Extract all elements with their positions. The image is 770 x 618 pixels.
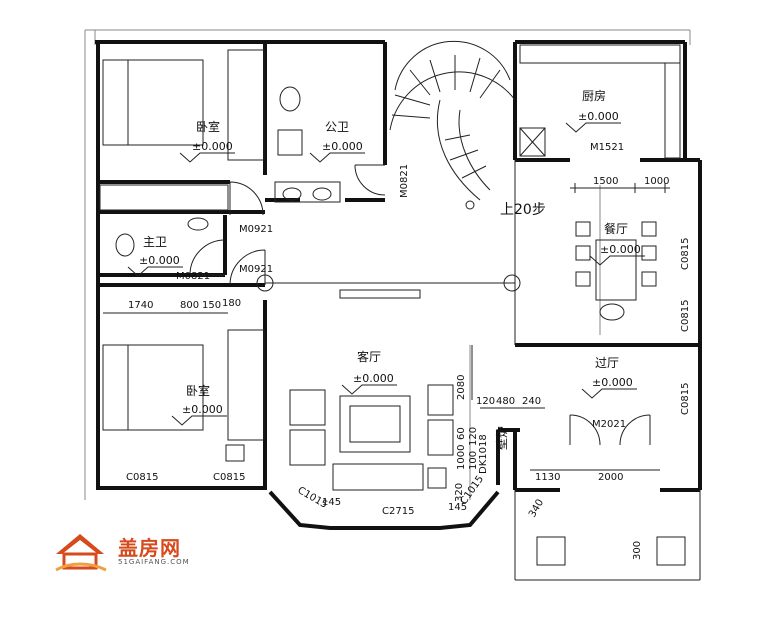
dim-1500: 1500 bbox=[593, 176, 618, 187]
code-c0815-right-2: C0815 bbox=[680, 300, 691, 332]
dim-2000: 2000 bbox=[598, 472, 623, 483]
spiral-stair bbox=[389, 40, 516, 210]
room-name-master-bath: 主卫 bbox=[143, 235, 167, 249]
room-elev-public-bath: ±0.000 bbox=[322, 140, 363, 153]
dim-60: 60 bbox=[456, 427, 467, 440]
dim-145-a: 145 bbox=[322, 497, 341, 508]
doors bbox=[189, 164, 651, 446]
code-dk1018: DK1018 bbox=[478, 434, 489, 474]
room-name-kitchen: 厨房 bbox=[582, 88, 606, 103]
room-elev-living: ±0.000 bbox=[353, 372, 394, 385]
room-elev-bedroom-bottom: ±0.000 bbox=[182, 403, 223, 416]
house-icon bbox=[55, 534, 107, 572]
furniture bbox=[99, 44, 686, 566]
frame-lines bbox=[84, 29, 691, 500]
site-logo: 盖房网 51GAIFANG.COM bbox=[50, 528, 210, 576]
code-c0815-right-1: C0815 bbox=[680, 238, 691, 270]
dim-240: 240 bbox=[522, 396, 541, 407]
room-name-dining: 餐厅 bbox=[604, 221, 628, 236]
code-m0821-b: M0821 bbox=[176, 271, 210, 282]
code-m0821-a: M0821 bbox=[399, 164, 410, 198]
code-m0921-a: M0921 bbox=[239, 224, 273, 235]
dim-120-b: 120 bbox=[468, 427, 479, 446]
dim-145-b: 145 bbox=[448, 502, 467, 513]
room-name-living: 客厅 bbox=[357, 349, 381, 364]
dim-1740: 1740 bbox=[128, 300, 153, 311]
logo-domain: 51GAIFANG.COM bbox=[118, 558, 190, 566]
room-name-hall: 过厅 bbox=[595, 356, 619, 370]
dim-150: 150 bbox=[202, 300, 221, 311]
dim-320: 320 bbox=[454, 483, 465, 502]
room-elev-bedroom-top: ±0.000 bbox=[192, 140, 233, 153]
dim-120-a: 120 bbox=[476, 396, 495, 407]
code-c0815-bottom-1: C0815 bbox=[126, 472, 158, 483]
dim-1000: 1000 bbox=[644, 176, 669, 187]
room-name-bedroom-top: 卧室 bbox=[196, 119, 220, 134]
code-c2715: C2715 bbox=[382, 506, 414, 517]
dim-2080: 2080 bbox=[456, 375, 467, 400]
dim-1130: 1130 bbox=[535, 472, 560, 483]
dim-1000-b: 1000 bbox=[456, 445, 467, 470]
dim-340: 340 bbox=[527, 497, 546, 519]
dim-300: 300 bbox=[632, 541, 643, 560]
code-m0921-b: M0921 bbox=[239, 264, 273, 275]
dimension-lines bbox=[103, 183, 670, 471]
code-m2021: M2021 bbox=[592, 419, 626, 430]
dim-480: 480 bbox=[496, 396, 515, 407]
room-elev-master-bath: ±0.000 bbox=[139, 254, 180, 267]
code-c0815-bottom-2: C0815 bbox=[213, 472, 245, 483]
logo-title: 盖房网 bbox=[118, 536, 181, 560]
code-c0815-right-3: C0815 bbox=[680, 383, 691, 415]
dim-800: 800 bbox=[180, 300, 199, 311]
code-m1521: M1521 bbox=[590, 142, 624, 153]
dim-180: 180 bbox=[222, 298, 241, 309]
stair-label: 上20步 bbox=[500, 202, 546, 218]
fireplace-label: 壁炉 bbox=[494, 426, 509, 450]
room-name-public-bath: 公卫 bbox=[325, 120, 349, 134]
dim-100: 100 bbox=[468, 451, 479, 470]
room-name-bedroom-bottom: 卧室 bbox=[186, 383, 210, 398]
room-elev-dining: ±0.000 bbox=[600, 243, 641, 256]
room-elev-kitchen: ±0.000 bbox=[578, 110, 619, 123]
room-elev-hall: ±0.000 bbox=[592, 376, 633, 389]
elevation-markers bbox=[127, 122, 645, 426]
